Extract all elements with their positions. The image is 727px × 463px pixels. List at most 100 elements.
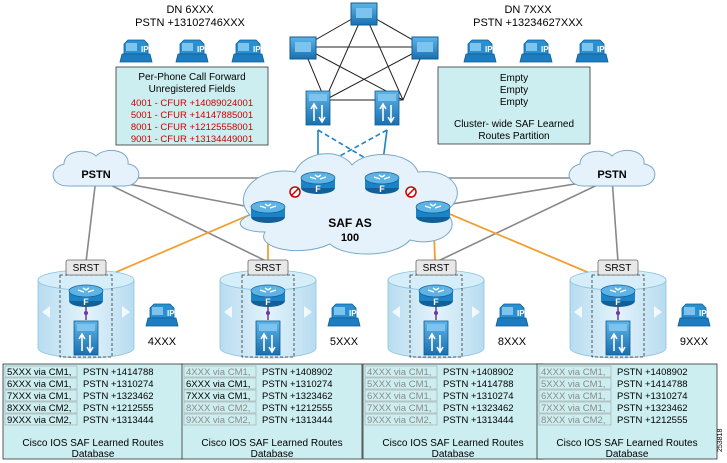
- route-pstn: PSTN +1323462: [262, 391, 333, 402]
- route-pstn: PSTN +1323462: [83, 391, 154, 402]
- srst-label: SRST: [423, 263, 450, 274]
- route-prefix: 9XXX via CM2,: [186, 415, 250, 426]
- srst-label: SRST: [255, 263, 282, 274]
- route-prefix: 6XXX via CM1,: [7, 379, 71, 390]
- pstn-cloud-right: PSTN: [568, 149, 656, 187]
- ip-phone-icon: IP: [119, 39, 153, 63]
- route-db-caption2: Database: [72, 449, 115, 460]
- route-prefix: 4XXX via CM1,: [541, 367, 605, 378]
- cm-server-icon: [423, 320, 449, 356]
- extension-label: 9XXX: [680, 336, 709, 348]
- edge-router-left: [250, 200, 286, 224]
- top-left-cluster: DN 6XXX PSTN +13102746XXX IP IP IP Per-P…: [115, 4, 269, 146]
- route-db-caption2: Database: [432, 449, 475, 460]
- route-db-caption1: Cisco IOS SAF Learned Routes: [556, 438, 697, 449]
- route-pstn: PSTN +1323462: [443, 403, 514, 414]
- pstn-left: PSTN +13102746XXX: [135, 17, 245, 29]
- route-pstn: PSTN +1310274: [617, 391, 688, 402]
- route-prefix: 4XXX via CM1,: [367, 367, 431, 378]
- pstn-right-label: PSTN: [597, 169, 626, 181]
- svg-text:IP: IP: [485, 45, 493, 54]
- cm-server-icon: [374, 90, 400, 126]
- ip-phone-icon: IP: [175, 39, 209, 63]
- route-prefix: 6XXX via CM1,: [186, 379, 250, 390]
- route-pstn: PSTN +1310274: [443, 391, 514, 402]
- router-letter: F: [379, 184, 385, 194]
- route-prefix: 7XXX via CM1,: [541, 403, 605, 414]
- cm-server-icon: [289, 36, 317, 60]
- saf-router-central-right: F: [364, 171, 400, 195]
- cfur-entry: 9001 - CFUR +13134449001: [131, 134, 253, 145]
- route-pstn: PSTN +1313444: [262, 415, 333, 426]
- route-pstn: PSTN +1408902: [617, 367, 688, 378]
- ip-phone-icon: IP: [327, 303, 361, 327]
- route-prefix: 8XXX via CM2,: [541, 415, 605, 426]
- route-prefix: 5XXX via CM1,: [541, 379, 605, 390]
- cm-server-icon: [73, 320, 99, 356]
- router-letter: F: [433, 297, 439, 307]
- pstn-left-label: PSTN: [81, 169, 110, 181]
- route-pstn: PSTN +1414788: [617, 379, 688, 390]
- partition-caption2: Routes Partition: [478, 131, 549, 142]
- route-prefix: 9XXX via CM2,: [367, 415, 431, 426]
- route-pstn: PSTN +1408902: [443, 367, 514, 378]
- blocked-icon: [289, 186, 417, 198]
- router-letter: F: [315, 184, 321, 194]
- ip-phone-icon: IP: [145, 303, 179, 327]
- dn-left: DN 6XXX: [166, 4, 214, 16]
- route-db-caption1: Cisco IOS SAF Learned Routes: [201, 438, 342, 449]
- route-pstn: PSTN +1323462: [617, 403, 688, 414]
- route-pstn: PSTN +1212555: [83, 403, 154, 414]
- route-pstn: PSTN +1212555: [617, 415, 688, 426]
- dn-right: DN 7XXX: [504, 4, 552, 16]
- cfur-title1: Per-Phone Call Forward: [138, 72, 245, 83]
- branch-site: SRST F IP 5XXX 4XXX via CM1, PSTN +1408902 6XX…: [181, 259, 363, 460]
- ip-phone-icon: IP: [495, 303, 529, 327]
- partition-caption1: Cluster- wide SAF Learned: [454, 119, 574, 130]
- route-pstn: PSTN +1408902: [262, 367, 333, 378]
- route-prefix: 7XXX via CM1,: [186, 391, 250, 402]
- saf-router-central-left: F: [300, 171, 336, 195]
- cm-server-icon: [605, 320, 631, 356]
- srst-router-icon: F: [68, 284, 104, 308]
- route-prefix: 7XXX via CM1,: [7, 391, 71, 402]
- empty-entry: Empty: [500, 73, 528, 84]
- route-pstn: PSTN +1313444: [83, 415, 154, 426]
- route-pstn: PSTN +1310274: [262, 379, 333, 390]
- svg-text:IP: IP: [253, 45, 261, 54]
- route-db-caption1: Cisco IOS SAF Learned Routes: [382, 438, 523, 449]
- srst-router-icon: F: [600, 284, 636, 308]
- route-prefix: 6XXX via CM1,: [541, 391, 605, 402]
- svg-text:IP: IP: [517, 309, 525, 318]
- srst-router-icon: F: [250, 284, 286, 308]
- route-prefix: 8XXX via CM2,: [7, 403, 71, 414]
- cm-server-icon: [305, 90, 331, 126]
- svg-text:IP: IP: [197, 45, 205, 54]
- route-prefix: 4XXX via CM1,: [186, 367, 250, 378]
- svg-text:IP: IP: [349, 309, 357, 318]
- pstn-cloud-left: PSTN: [52, 149, 140, 187]
- route-pstn: PSTN +1313444: [443, 415, 514, 426]
- extension-label: 5XXX: [330, 336, 359, 348]
- ip-phone-icon: IP: [519, 39, 553, 63]
- route-pstn: PSTN +1212555: [262, 403, 333, 414]
- extension-label: 8XXX: [498, 336, 527, 348]
- cfur-entry: 4001 - CFUR +14089024001: [131, 98, 253, 109]
- svg-text:IP: IP: [141, 45, 149, 54]
- route-prefix: 8XXX via CM2,: [186, 403, 250, 414]
- ip-phone-icon: IP: [231, 39, 265, 63]
- cm-server-icon: [255, 320, 281, 356]
- router-letter: F: [615, 297, 621, 307]
- route-db-caption2: Database: [606, 449, 649, 460]
- cfur-entry: 5001 - CFUR +14147885001: [131, 110, 253, 121]
- ip-phone-icon: IP: [677, 303, 711, 327]
- srst-label: SRST: [73, 263, 100, 274]
- router-letter: F: [265, 297, 271, 307]
- cfur-entry: 8001 - CFUR +12125558001: [131, 122, 253, 133]
- top-right-cluster: DN 7XXX PSTN +13234627XXX IP IP IP Empty…: [437, 4, 609, 145]
- figure-id: 253818: [717, 429, 724, 452]
- route-pstn: PSTN +1414788: [83, 367, 154, 378]
